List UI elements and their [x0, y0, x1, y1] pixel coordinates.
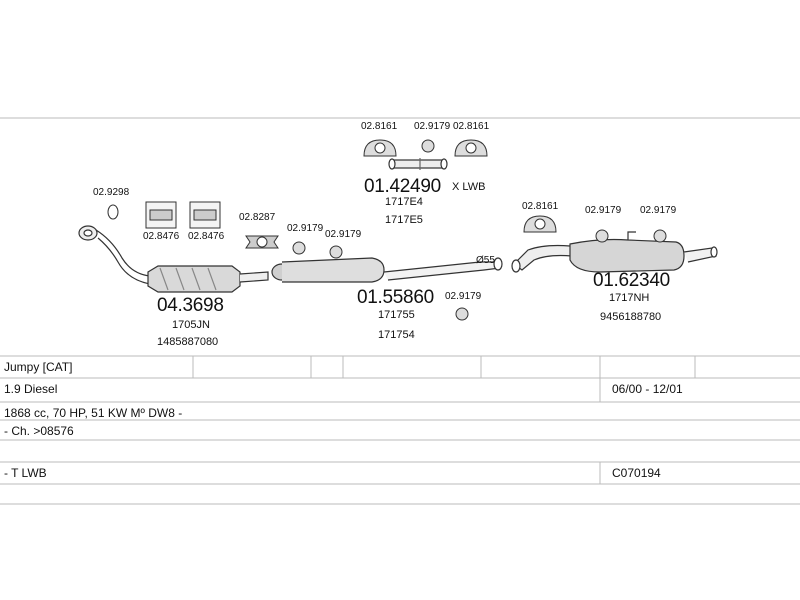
catalyst-ref: 1485887080 — [157, 336, 219, 348]
catalog-code: C070194 — [612, 466, 661, 480]
clamp-icon — [245, 235, 279, 249]
vehicle-engine: 1.9 Diesel — [4, 382, 58, 396]
hanger-icon — [363, 139, 557, 233]
catalyst-ref: 1705JN — [172, 319, 210, 331]
middle-silencer-ref: 171755 — [378, 309, 415, 321]
part-label-029298: 02.9298 — [93, 187, 130, 198]
vehicle-chassis: - Ch. >08576 — [4, 424, 74, 438]
part-label-029179: 02.9179 — [287, 223, 324, 234]
gasket-icon — [145, 201, 221, 229]
part-label-028161: 02.8161 — [453, 121, 490, 132]
part-label-029179: 02.9179 — [445, 291, 482, 302]
part-label-029179: 02.9179 — [640, 205, 677, 216]
part-label-029179: 02.9179 — [414, 121, 451, 132]
part-label-029179: 02.9179 — [585, 205, 622, 216]
rubber-mount-icon — [292, 139, 667, 321]
middle-silencer-shape — [271, 257, 503, 283]
part-label-028287: 02.8287 — [239, 212, 276, 223]
rear-silencer-ref: 9456188780 — [600, 311, 662, 323]
middle-silencer-ref: 171754 — [378, 329, 415, 341]
vehicle-spec: 1868 cc, 70 HP, 51 KW Mº DW8 - — [4, 406, 183, 420]
clamp-ring-icon — [107, 204, 119, 220]
part-label-028476: 02.8476 — [188, 231, 225, 242]
lwb-pipe-code: 01.42490 — [364, 176, 441, 197]
lwb-pipe-shape — [388, 158, 448, 170]
vehicle-date-range: 06/00 - 12/01 — [612, 382, 683, 396]
middle-silencer-code: 01.55860 — [357, 287, 434, 308]
lwb-pipe-suffix: X LWB — [452, 181, 486, 193]
lwb-pipe-ref: 1717E4 — [385, 196, 423, 208]
part-label-028476: 02.8476 — [143, 231, 180, 242]
rear-silencer-ref: 1717NH — [609, 292, 650, 304]
part-label-028161: 02.8161 — [361, 121, 398, 132]
front-pipe — [78, 225, 151, 285]
part-label-029179: 02.9179 — [325, 229, 362, 240]
part-label-028161: 02.8161 — [522, 201, 559, 212]
vehicle-model: Jumpy [CAT] — [4, 360, 73, 374]
catalyst-shape — [147, 265, 269, 293]
lwb-pipe-ref: 1717E5 — [385, 214, 423, 226]
rear-silencer-code: 01.62340 — [593, 270, 670, 291]
catalyst-code: 04.3698 — [157, 295, 224, 316]
rear-silencer-shape — [511, 231, 718, 273]
pipe-diameter-label: Ø55 — [476, 255, 495, 266]
vehicle-variant: - T LWB — [4, 466, 47, 480]
